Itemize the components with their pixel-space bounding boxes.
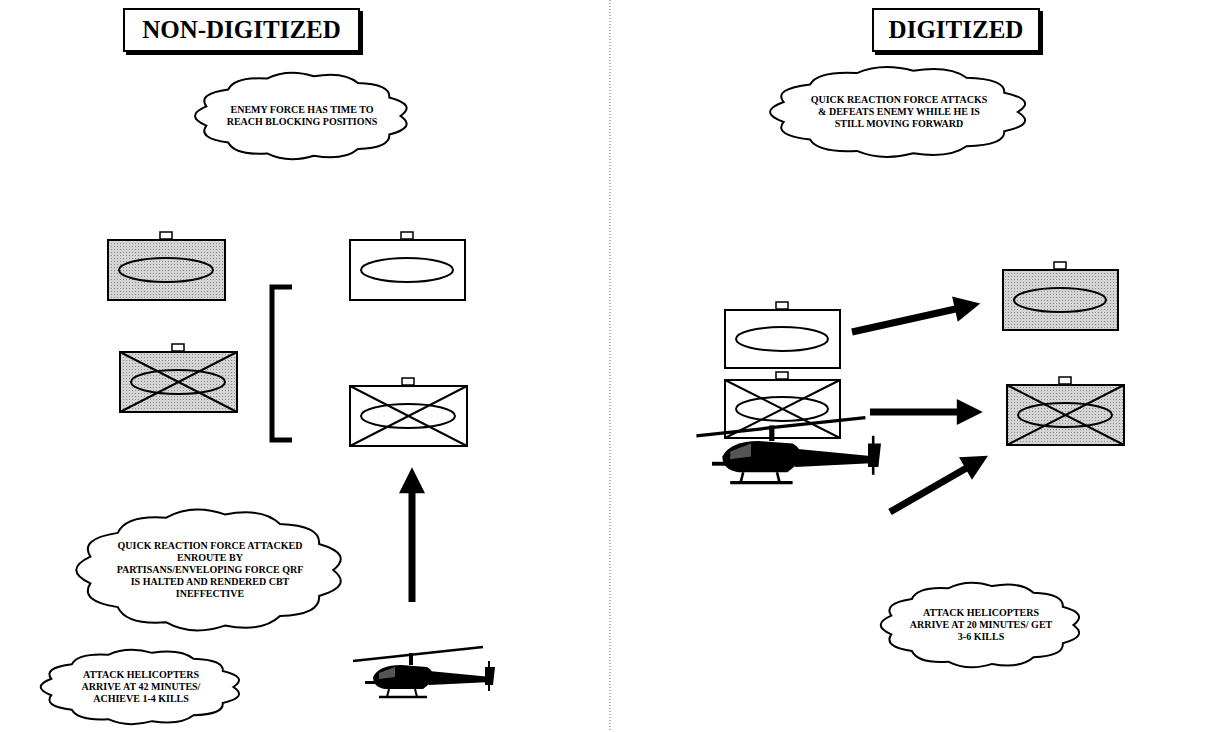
cloud-shape	[41, 650, 239, 724]
cloud-text-area: ATTACK HELICOPTERS ARRIVE AT 20 MINUTES/…	[910, 594, 1053, 657]
callout-cloud: QUICK REACTION FORCE ATTACKS & DEFEATS E…	[764, 60, 1034, 164]
callout-text: QUICK REACTION FORCE ATTACKED ENROUTE BY…	[115, 540, 305, 600]
echelon-mark	[172, 344, 184, 351]
cloud-shape	[881, 583, 1079, 668]
movement-arrow	[409, 488, 416, 602]
panel-title-box: DIGITIZED	[872, 8, 1040, 52]
friendly-armor-unit	[350, 232, 465, 300]
enemy-mech-unit	[1007, 377, 1124, 445]
unit-frame	[1007, 385, 1124, 445]
enemy-armor-unit	[1003, 262, 1118, 330]
armor-ellipse	[119, 258, 213, 282]
infantry-cross	[1007, 385, 1124, 445]
panel-title: NON-DIGITIZED	[142, 16, 341, 44]
unit-frame	[350, 386, 467, 446]
callout-cloud: ATTACK HELICOPTERS ARRIVE AT 20 MINUTES/…	[876, 576, 1086, 674]
enemy-recon-unit	[108, 232, 225, 300]
panel-divider	[609, 0, 611, 732]
cloud-shape	[770, 67, 1025, 157]
callout-cloud: ENEMY FORCE HAS TIME TO REACH BLOCKING P…	[190, 66, 414, 166]
attack-helicopter	[353, 647, 495, 697]
infantry-cross	[350, 386, 467, 446]
cloud-text-area: QUICK REACTION FORCE ATTACKED ENROUTE BY…	[115, 525, 305, 615]
cloud-text-area: QUICK REACTION FORCE ATTACKS & DEFEATS E…	[807, 79, 991, 146]
armor-ellipse	[1018, 403, 1112, 427]
armor-ellipse	[361, 404, 455, 428]
friendly-armor-unit	[725, 302, 840, 368]
panel-title: DIGITIZED	[889, 16, 1024, 44]
echelon-mark	[1059, 377, 1071, 384]
armor-ellipse	[361, 258, 453, 282]
unit-frame	[108, 240, 225, 300]
movement-arrow	[890, 466, 970, 512]
infantry-cross	[1007, 385, 1124, 445]
cloud-text-area: ATTACK HELICOPTERS ARRIVE AT 42 MINUTES/…	[70, 659, 213, 714]
friendly-mech-unit	[350, 378, 467, 446]
echelon-mark	[160, 232, 172, 239]
callout-text: ENEMY FORCE HAS TIME TO REACH BLOCKING P…	[226, 104, 378, 128]
cloud-shape	[195, 73, 407, 159]
armor-ellipse	[1014, 288, 1106, 312]
echelon-mark	[1054, 262, 1066, 269]
infantry-cross	[120, 352, 237, 412]
infantry-cross	[350, 386, 467, 446]
callout-text: ATTACK HELICOPTERS ARRIVE AT 42 MINUTES/…	[70, 669, 213, 705]
echelon-mark	[401, 232, 413, 239]
unit-frame	[350, 240, 465, 300]
armor-ellipse	[736, 397, 828, 421]
cloud-text-area: ENEMY FORCE HAS TIME TO REACH BLOCKING P…	[226, 84, 378, 148]
echelon-mark	[776, 302, 788, 309]
armor-ellipse	[131, 370, 225, 394]
callout-cloud: ATTACK HELICOPTERS ARRIVE AT 42 MINUTES/…	[36, 644, 246, 730]
callout-text: QUICK REACTION FORCE ATTACKS & DEFEATS E…	[807, 94, 991, 130]
cloud-shape	[76, 510, 340, 631]
blocking-bracket	[272, 287, 292, 440]
panel-title-box: NON-DIGITIZED	[123, 8, 360, 52]
callout-text: ATTACK HELICOPTERS ARRIVE AT 20 MINUTES/…	[910, 607, 1053, 643]
infantry-cross	[120, 352, 237, 412]
attack-helicopter	[696, 418, 881, 483]
armor-ellipse	[736, 327, 828, 351]
movement-arrow	[852, 308, 960, 332]
echelon-mark	[776, 372, 788, 379]
movement-arrow	[870, 409, 962, 416]
unit-frame	[725, 310, 840, 368]
echelon-mark	[402, 378, 414, 385]
enemy-mech-unit	[120, 344, 237, 412]
callout-cloud: QUICK REACTION FORCE ATTACKED ENROUTE BY…	[70, 500, 350, 640]
unit-frame	[120, 352, 237, 412]
unit-frame	[1003, 270, 1118, 330]
